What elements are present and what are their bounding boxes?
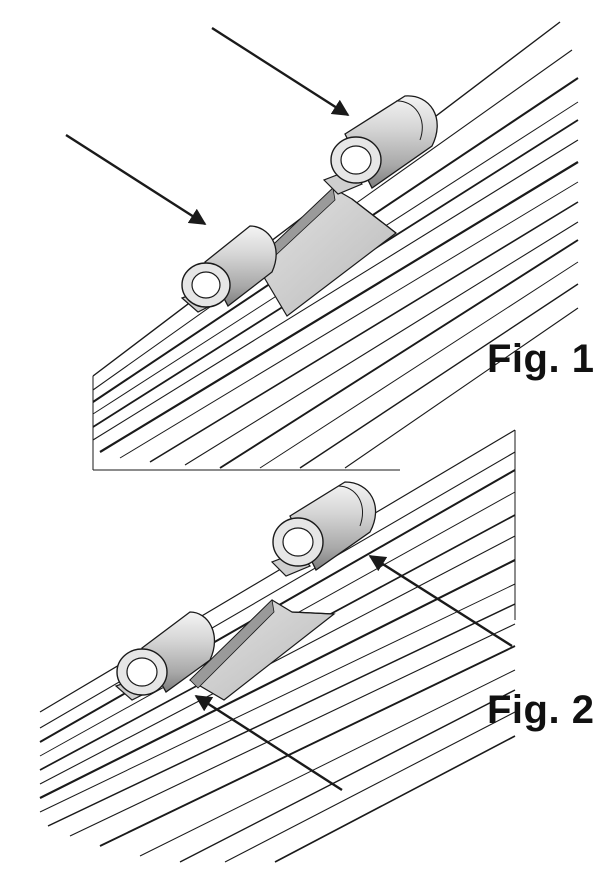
figure-2 xyxy=(39,429,516,863)
arrow-to-plate-edge xyxy=(194,694,343,792)
figure-1 xyxy=(65,21,579,471)
arrow-to-left-tube xyxy=(65,133,207,226)
conductor-bundle xyxy=(39,429,516,863)
figure-1-label: Fig. 1 xyxy=(487,337,595,381)
arrow-to-right-tube xyxy=(211,26,350,117)
crimp-tube-right xyxy=(270,481,377,577)
crimp-tube-left xyxy=(180,225,277,313)
arrow-to-right-tube-base xyxy=(368,554,513,648)
crimp-tube-right xyxy=(322,95,438,195)
figure-2-label: Fig. 2 xyxy=(487,688,595,732)
bridge-plate xyxy=(189,599,336,701)
crimp-tube-left xyxy=(114,611,216,701)
